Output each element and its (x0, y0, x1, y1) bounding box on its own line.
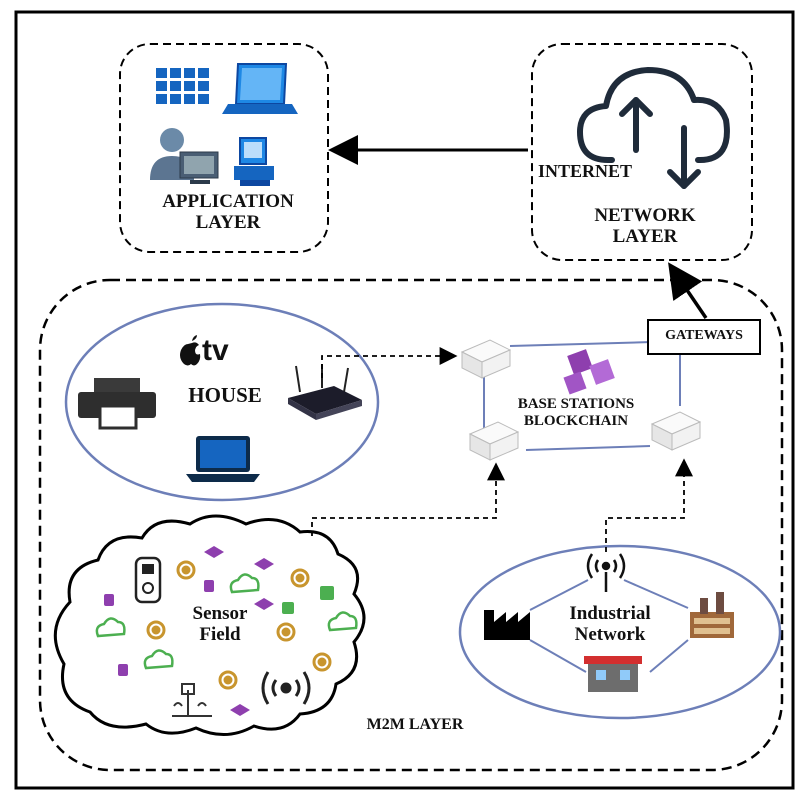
network-layer-box (531, 43, 753, 261)
sensor-field-line2: Field (199, 623, 241, 645)
house-circle (64, 302, 380, 502)
internet-label: INTERNET (538, 161, 633, 181)
factory-icon (484, 610, 530, 640)
store-building-icon (584, 656, 642, 692)
green-cloud-sensor-icons (95, 573, 358, 670)
sensor-to-base-arrow (311, 462, 505, 536)
router-icon (288, 364, 362, 420)
cloud-upload-download-icon (577, 67, 730, 189)
antenna-icon (586, 553, 626, 592)
weather-station-icon (172, 683, 212, 717)
application-layer-label: APPLICATION LAYER (128, 191, 328, 234)
gateways-label: GATEWAYS (665, 328, 743, 343)
base-stations-label: BASE STATIONS BLOCKCHAIN (486, 396, 666, 429)
base-stations-line1: BASE STATIONS (517, 396, 635, 412)
gateways-to-network-arrow (668, 262, 708, 319)
handheld-meter-icon (134, 556, 162, 604)
printer-icon (78, 378, 156, 430)
blockchain-icon (563, 349, 615, 395)
laptop-icon (222, 63, 298, 114)
purple-sensor-icons (104, 546, 274, 716)
sensor-field-cloud (53, 514, 366, 736)
application-layer-line2: LAYER (195, 211, 261, 233)
m2m-layer-label: M2M LAYER (366, 716, 464, 733)
industrial-network-label: Industrial Network (550, 603, 670, 646)
industrial-to-base-arrow (605, 458, 693, 552)
green-square-sensor-icons (282, 586, 334, 614)
apple-icon (180, 335, 201, 366)
base-station-device-3 (650, 411, 702, 451)
base-station-device-1 (460, 339, 512, 379)
network-layer-line2: LAYER (612, 225, 678, 247)
industrial-line1: Industrial (569, 603, 651, 624)
network-layer-label: NETWORK LAYER (540, 205, 750, 248)
gateways-box (647, 319, 761, 355)
apple-tv-label: tv (202, 334, 229, 367)
sensor-field-label: Sensor Field (170, 603, 270, 646)
sensor-field-line1: Sensor (192, 603, 248, 624)
house-to-base-arrow (321, 347, 458, 378)
application-layer-line1: APPLICATION (162, 191, 294, 212)
industrial-line2: Network (574, 623, 646, 645)
industrial-building-icon (690, 592, 734, 638)
industrial-circle (458, 544, 782, 720)
desktop-icon (234, 137, 274, 186)
base-stations-line2: BLOCKCHAIN (523, 412, 629, 429)
industrial-links (529, 579, 689, 673)
outer-frame (14, 10, 795, 790)
house-label: HOUSE (188, 383, 262, 407)
base-station-device-2 (468, 421, 520, 461)
wireless-signal-icon (261, 671, 311, 705)
m2m-layer-box (38, 278, 784, 772)
network-layer-line1: NETWORK (594, 205, 696, 226)
house-laptop-icon (186, 436, 260, 482)
base-station-links (483, 341, 681, 451)
user-computer-icon (150, 128, 219, 184)
grid-icon (156, 68, 209, 104)
gold-sensor-icons (146, 560, 332, 690)
